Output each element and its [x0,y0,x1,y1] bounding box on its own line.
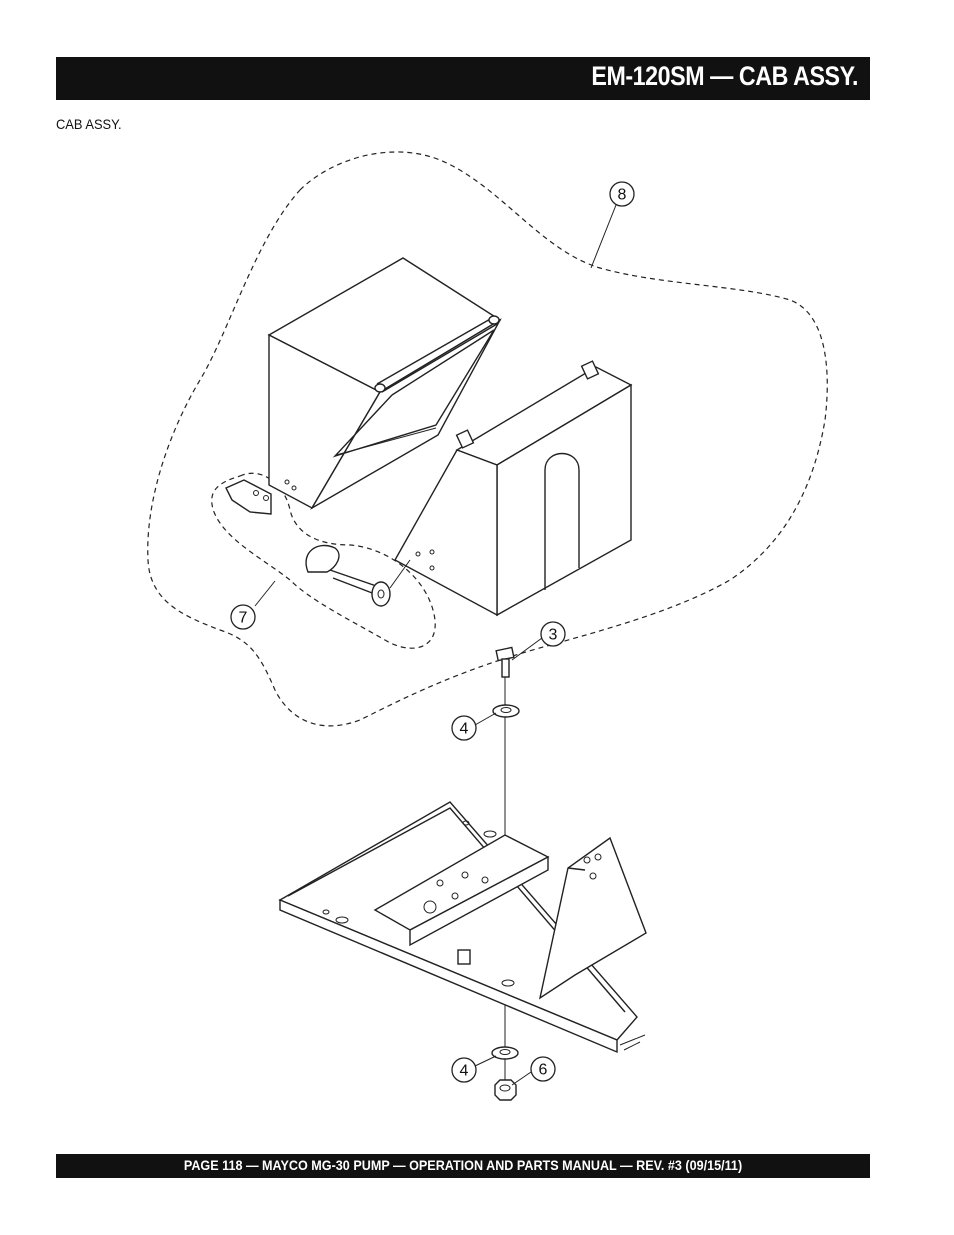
svg-text:3: 3 [549,627,558,644]
svg-text:8: 8 [618,187,627,204]
latch-boundary-7 [211,472,436,649]
section-subtitle: CAB ASSY. [56,116,122,132]
callout-4-top: 4 [451,715,477,741]
svg-text:4: 4 [460,1063,469,1080]
page-footer-bar: PAGE 118 — MAYCO MG-30 PUMP — OPERATION … [56,1154,870,1178]
callout-leaders [254,204,617,1086]
page-title: EM-120SM — CAB ASSY. [591,61,858,91]
svg-text:6: 6 [539,1062,548,1079]
svg-text:4: 4 [460,721,469,738]
callout-8: 8 [609,181,635,207]
cab-right-shell [394,360,633,617]
callout-3: 3 [540,621,566,647]
callout-7: 7 [230,604,256,630]
callout-4-bottom: 4 [451,1057,477,1083]
callout-6: 6 [530,1056,556,1082]
base-frame [278,801,647,1054]
assembly-boundary-8 [147,151,828,727]
svg-text:7: 7 [239,610,248,627]
cab-left-shell [267,257,502,510]
page-header-bar: EM-120SM — CAB ASSY. [56,57,870,100]
latch-parts [225,479,411,607]
page-footer-text: PAGE 118 — MAYCO MG-30 PUMP — OPERATION … [183,1157,743,1173]
